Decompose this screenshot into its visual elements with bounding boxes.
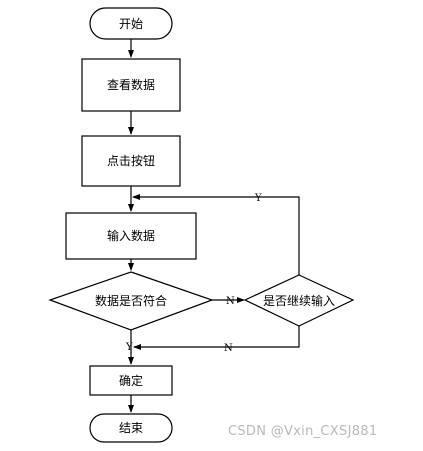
edge-continue-yes-loop	[132, 194, 300, 275]
edge-label-match-no: N	[226, 296, 235, 307]
end-label: 结束	[119, 421, 143, 435]
continue-input-label: 是否继续输入	[263, 293, 335, 308]
data-match-decision	[48, 271, 214, 331]
view-data-box	[81, 58, 181, 112]
end-terminator	[89, 413, 173, 443]
node-confirm: 确定	[89, 365, 173, 396]
view-data-label: 查看数据	[107, 77, 155, 92]
start-label: 开始	[119, 17, 143, 31]
node-continue-input: 是否继续输入	[243, 274, 355, 327]
node-view-data: 查看数据	[81, 58, 181, 112]
node-data-match: 数据是否符合	[48, 271, 214, 331]
flow-edges	[128, 39, 300, 413]
watermark-text: CSDN @Vxin_CXSJ881	[228, 424, 378, 439]
continue-input-decision	[243, 274, 355, 327]
edge-label-match-yes: Y	[125, 342, 133, 353]
edge-label-continue-no: N	[224, 343, 233, 354]
confirm-box	[89, 365, 173, 396]
input-data-box	[65, 212, 197, 260]
click-button-box	[81, 135, 181, 187]
start-terminator	[89, 7, 173, 40]
node-end: 结束	[89, 413, 173, 443]
input-data-label: 输入数据	[107, 228, 155, 243]
edge-label-continue-yes: Y	[254, 193, 262, 204]
node-click-button: 点击按钮	[81, 135, 181, 187]
confirm-label: 确定	[119, 373, 143, 388]
data-match-label: 数据是否符合	[95, 293, 167, 308]
click-button-label: 点击按钮	[107, 153, 155, 168]
node-input-data: 输入数据	[65, 212, 197, 260]
node-start: 开始	[89, 7, 173, 40]
edge-continue-no-to-confirm	[133, 326, 300, 350]
